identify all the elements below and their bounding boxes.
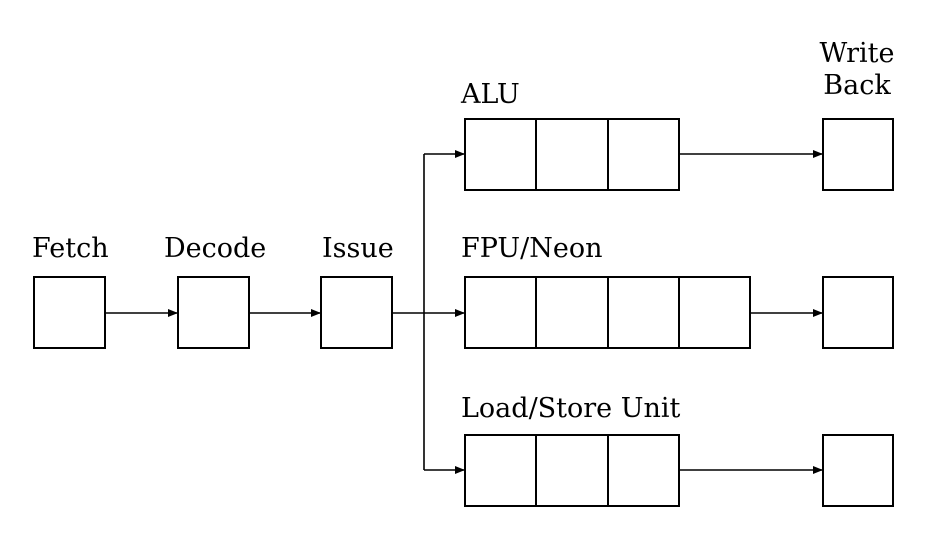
alu-label: ALU	[460, 79, 520, 110]
fpu-stage-2	[535, 276, 609, 349]
lsu-stage-3	[607, 434, 680, 507]
alu-stage-2	[535, 118, 609, 191]
fpu-stage-4	[678, 276, 751, 349]
load-store-pipeline	[464, 434, 680, 507]
write-back-label-line1: Write	[820, 38, 895, 69]
load-store-unit-label: Load/Store Unit	[461, 393, 681, 424]
alu-pipeline	[464, 118, 680, 191]
issue-stage-box	[320, 276, 393, 349]
alu-writeback-box	[822, 118, 894, 191]
fpu-neon-label: FPU/Neon	[461, 233, 603, 264]
issue-label: Issue	[322, 233, 394, 264]
lsu-stage-2	[535, 434, 609, 507]
fetch-label: Fetch	[32, 233, 109, 264]
fpu-writeback-box	[822, 276, 894, 349]
fetch-stage-box	[33, 276, 106, 349]
decode-stage-box	[177, 276, 250, 349]
alu-stage-3	[607, 118, 680, 191]
write-back-label-line2: Back	[823, 70, 891, 101]
lsu-writeback-box	[822, 434, 894, 507]
alu-stage-1	[464, 118, 537, 191]
decode-label: Decode	[164, 233, 266, 264]
lsu-stage-1	[464, 434, 537, 507]
fpu-stage-3	[607, 276, 680, 349]
fpu-neon-pipeline	[464, 276, 751, 349]
fpu-stage-1	[464, 276, 537, 349]
